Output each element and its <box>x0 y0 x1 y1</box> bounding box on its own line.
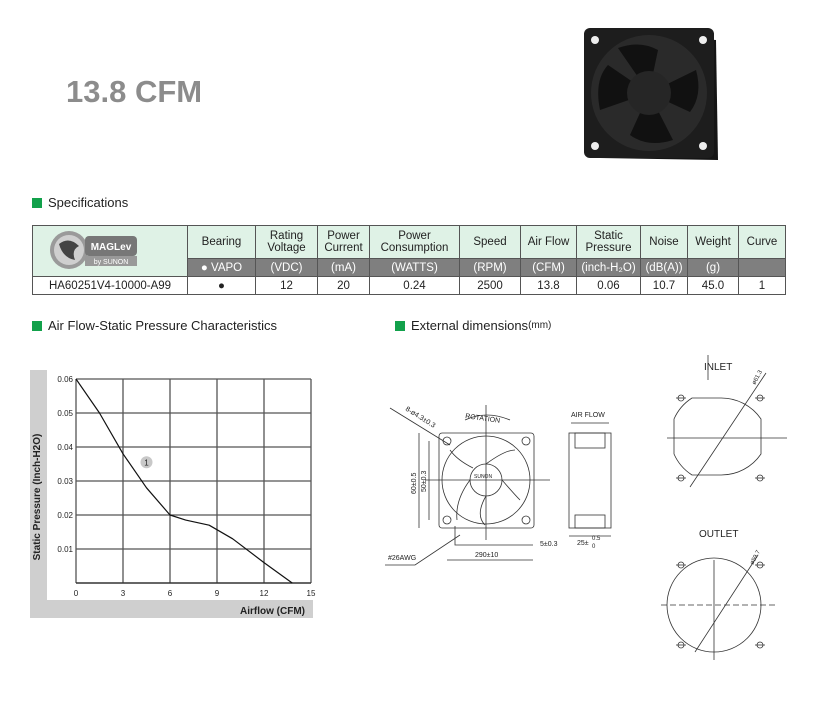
curve-annotation: 1 <box>144 458 149 467</box>
logo-brand: MAGLev <box>91 242 132 253</box>
unit-cell: (VDC) <box>255 258 318 277</box>
header-cell: Noise <box>640 225 688 259</box>
y-tick-label: 0.01 <box>57 545 73 554</box>
airflow-pressure-chart: 0 3 6 9 12 15 0.01 0.02 0.03 0.04 0.05 0.06 1 Static… <box>30 370 316 618</box>
header-cell: Bearing <box>187 225 256 259</box>
y-tick-label: 0.02 <box>57 511 73 520</box>
header-cell: Power Consumption <box>369 225 460 259</box>
rotation-label: ROTATION <box>465 413 501 425</box>
value-cell: 0.06 <box>576 276 641 295</box>
x-tick-label: 9 <box>215 589 220 598</box>
heading-text: Air Flow-Static Pressure Characteristics <box>48 318 277 333</box>
height-outer: 60±0.5 <box>411 473 418 494</box>
value-cell: 10.7 <box>640 276 688 295</box>
y-tick-label: 0.03 <box>57 477 73 486</box>
fan-dimension-drawing: 8-ø4.3±0.3 ROTATION AIR FLOW 60±0.5 50±0… <box>385 405 612 566</box>
fan-photo <box>584 28 718 160</box>
y-tick-label: 0.06 <box>57 375 73 384</box>
inlet-label: INLET <box>704 362 732 373</box>
header-cell: Air Flow <box>520 225 577 259</box>
series-line-1 <box>75 378 293 584</box>
unit-cell: (inch-H₂O) <box>576 258 641 277</box>
logo-sub: by SUNON <box>94 259 129 266</box>
curve-marker <box>140 456 153 469</box>
unit-cell: (WATTS) <box>369 258 460 277</box>
maglev-logo: MAGLev by SUNON <box>32 225 188 277</box>
header-cell: Curve <box>738 225 786 259</box>
model-cell: HA60251V4-10000-A99 <box>32 276 188 295</box>
brand-label: SUNON <box>474 474 492 480</box>
inlet-outlet-drawing: INLET ø61.3 OUTLET ø59.7 <box>661 355 787 660</box>
x-tick-label: 12 <box>260 589 269 598</box>
outlet-label: OUTLET <box>699 529 738 540</box>
header-cell: Rating Voltage <box>255 225 318 259</box>
heading-unit: (mm) <box>528 320 552 331</box>
y-tick-label: 0.05 <box>57 409 73 418</box>
holes-label: 8-ø4.3±0.3 <box>404 406 436 430</box>
header-cell: Speed <box>459 225 521 259</box>
unit-cell: ● VAPO <box>187 258 256 277</box>
curve-heading: Air Flow-Static Pressure Characteristics <box>32 318 277 333</box>
strip-length: 5±0.3 <box>540 541 558 548</box>
depth-tol-up: 0.5 <box>592 536 601 542</box>
unit-cell: (dB(A)) <box>640 258 688 277</box>
x-tick-label: 3 <box>121 589 126 598</box>
chart-frame-bottom <box>30 600 313 618</box>
dimensions-heading: External dimensions(mm) <box>395 318 551 333</box>
lead-length: 290±10 <box>475 552 498 559</box>
depth-label: 25± <box>577 540 589 547</box>
x-tick-label: 15 <box>307 589 316 598</box>
specifications-heading: Specifications <box>32 195 128 210</box>
x-axis-label: Airflow (CFM) <box>240 606 305 617</box>
y-tick-label: 0.04 <box>57 443 73 452</box>
value-cell: 2500 <box>459 276 521 295</box>
header-cell: Weight <box>687 225 739 259</box>
height-inner: 50±0.3 <box>421 471 428 492</box>
heading-text: External dimensions <box>411 318 529 333</box>
heading-text: Specifications <box>48 195 129 210</box>
value-cell: 20 <box>317 276 370 295</box>
x-tick-label: 0 <box>74 589 79 598</box>
wire-label: #26AWG <box>388 555 416 562</box>
x-tick-label: 6 <box>168 589 173 598</box>
value-cell: 45.0 <box>687 276 739 295</box>
table-row: HA60251V4-10000-A99 ● 12 20 0.24 2500 13… <box>32 276 786 295</box>
outlet-diameter: ø59.7 <box>749 549 762 566</box>
inlet-diameter: ø61.3 <box>751 369 764 386</box>
depth-tol-down: 0 <box>592 544 596 550</box>
unit-cell: (mA) <box>317 258 370 277</box>
value-cell: 13.8 <box>520 276 577 295</box>
unit-cell <box>738 258 786 277</box>
maglev-logo-image: MAGLev by SUNON <box>50 230 137 269</box>
value-cell: ● <box>187 276 256 295</box>
y-axis-label: Static Pressure (Inch-H2O) <box>32 434 43 561</box>
value-cell: 0.24 <box>369 276 460 295</box>
bullet-icon <box>395 320 405 331</box>
spec-table: MAGLev by SUNON Bearing Rating Voltage P… <box>32 225 786 295</box>
bullet-icon <box>32 320 42 331</box>
unit-cell: (g) <box>687 258 739 277</box>
header-cell: Power Current <box>317 225 370 259</box>
page-title: 13.8 CFM <box>66 74 203 109</box>
value-cell: 12 <box>255 276 318 295</box>
value-cell: 1 <box>738 276 786 295</box>
unit-cell: (CFM) <box>520 258 577 277</box>
chart-frame-left <box>30 370 47 618</box>
bullet-icon <box>32 197 42 208</box>
header-cell: Static Pressure <box>576 225 641 259</box>
unit-cell: (RPM) <box>459 258 521 277</box>
airflow-label: AIR FLOW <box>571 412 605 419</box>
